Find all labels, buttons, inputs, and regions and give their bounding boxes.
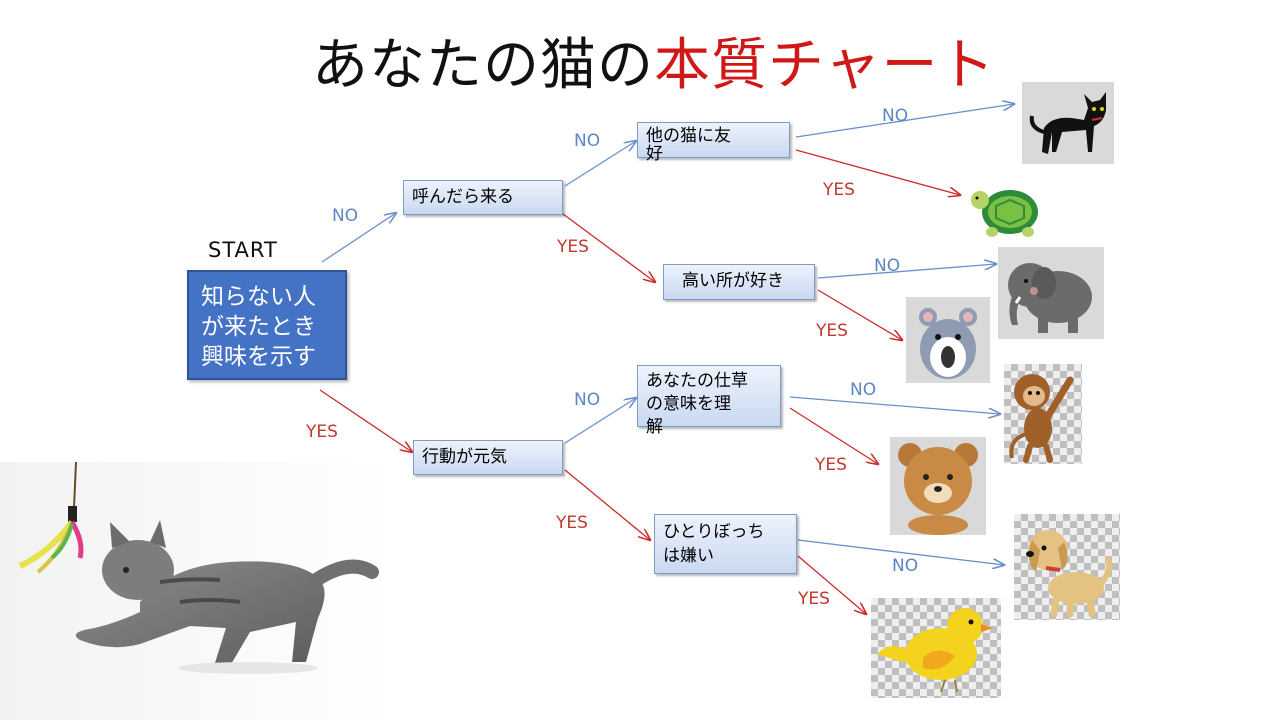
- edge-label-alone-no: NO: [892, 556, 919, 576]
- arrow-understand-yes: [789, 407, 878, 464]
- arrow-active-no: [564, 398, 636, 444]
- result-monkey: [1004, 364, 1082, 464]
- question-node-active: 行動が元気: [413, 440, 563, 475]
- bear-icon: [898, 443, 978, 535]
- result-hamster: [906, 297, 990, 383]
- result-dog: [1014, 514, 1120, 620]
- edge-label-call-yes: YES: [557, 237, 589, 257]
- black-cat-icon: [1029, 92, 1106, 154]
- elephant-icon: [1008, 263, 1092, 333]
- result-bird: [871, 598, 1001, 698]
- arrow-alone-no: [797, 539, 1004, 565]
- edge-label-call-no: NO: [574, 131, 601, 151]
- monkey-icon: [1009, 374, 1074, 463]
- question-node-high-place: 高い所が好き: [663, 264, 815, 300]
- arrow-start-yes: [319, 389, 412, 452]
- result-turtle: [966, 176, 1050, 244]
- edge-label-high-yes: YES: [816, 321, 848, 341]
- edge-label-active-no: NO: [574, 390, 601, 410]
- arrow-friendly-no: [795, 104, 1014, 138]
- dog-icon: [1026, 530, 1113, 618]
- edge-label-high-no: NO: [874, 256, 901, 276]
- arrow-active-yes: [564, 469, 650, 540]
- hamster-icon: [919, 308, 977, 379]
- kitten-photo: [0, 462, 395, 720]
- arrow-understand-no: [789, 396, 1000, 414]
- edge-label-understand-yes: YES: [815, 455, 847, 475]
- question-node-understand: あなたの仕草 の意味を理 解: [637, 365, 781, 437]
- start-question-box: 知らない人 が来たとき 興味を示す: [187, 270, 347, 380]
- edge-label-alone-yes: YES: [798, 589, 830, 609]
- result-black-cat: [1022, 82, 1114, 164]
- arrow-friendly-yes: [795, 149, 960, 195]
- arrow-high-no: [817, 264, 996, 279]
- title-accent: 本質チャート: [654, 33, 996, 98]
- edge-label-understand-no: NO: [850, 380, 877, 400]
- no-arrows: [321, 104, 1014, 565]
- edge-label-start-no: NO: [332, 206, 359, 226]
- edge-label-start-yes: YES: [306, 422, 338, 442]
- edge-label-active-yes: YES: [556, 513, 588, 533]
- question-node-call: 呼んだら来る: [403, 180, 563, 215]
- kitten-with-toy-image: [0, 462, 395, 720]
- question-node-alone: ひとりぼっち は嫌い: [654, 514, 797, 574]
- page-title: あなたの猫の本質チャート: [312, 26, 995, 106]
- arrow-start-no: [321, 213, 396, 263]
- start-label: START: [208, 238, 278, 262]
- question-node-friendly: 他の猫に友 好: [637, 122, 790, 163]
- arrow-high-yes: [817, 289, 902, 340]
- arrow-call-no: [564, 141, 636, 187]
- result-elephant: [998, 247, 1104, 339]
- arrow-alone-yes: [797, 555, 866, 614]
- turtle-icon: [971, 190, 1038, 237]
- result-bear: [890, 437, 986, 535]
- edge-label-friendly-yes: YES: [823, 180, 855, 200]
- yes-arrows: [319, 149, 960, 614]
- arrow-call-yes: [562, 213, 655, 282]
- title-main: あなたの猫の: [312, 33, 654, 98]
- bird-icon: [877, 608, 993, 693]
- edge-label-friendly-no: NO: [882, 106, 909, 126]
